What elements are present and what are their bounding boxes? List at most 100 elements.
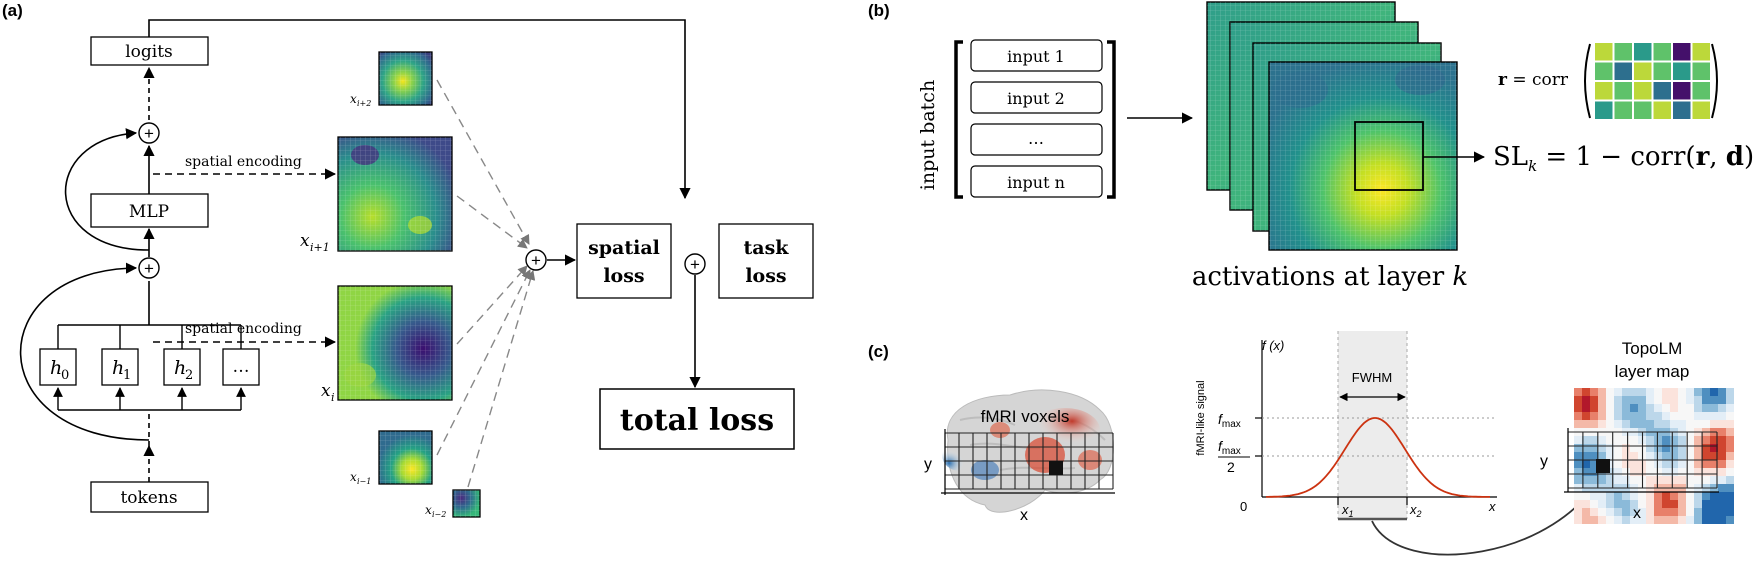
layer-map-cell xyxy=(1710,444,1718,452)
layer-map-cell xyxy=(1622,444,1630,452)
layer-map-cell xyxy=(1670,388,1678,396)
matrix-cell xyxy=(1614,101,1632,119)
layer-map-cell xyxy=(1590,412,1598,420)
layer-map-cell xyxy=(1630,516,1638,524)
layer-map-cell xyxy=(1590,452,1598,460)
correlation-matrix xyxy=(1595,43,1710,119)
svg-text:i+1: i+1 xyxy=(310,241,330,254)
layer-map-cell xyxy=(1574,476,1582,484)
layer-map-cell xyxy=(1678,500,1686,508)
layer-map-cell xyxy=(1686,460,1694,468)
svg-text:i: i xyxy=(331,391,335,404)
layer-map-cell xyxy=(1662,492,1670,500)
layer-map-cell xyxy=(1622,476,1630,484)
layer-map-cell xyxy=(1606,404,1614,412)
layer-map-cell xyxy=(1670,516,1678,524)
layer-map-cell xyxy=(1590,396,1598,404)
spatial-loss-box xyxy=(576,223,672,299)
layer-map-cell xyxy=(1670,452,1678,460)
layer-map-cell xyxy=(1694,444,1702,452)
layer-map-cell xyxy=(1678,388,1686,396)
layer-map-cell xyxy=(1598,492,1606,500)
svg-text:input 2: input 2 xyxy=(1007,89,1065,108)
layer-map-cell xyxy=(1654,452,1662,460)
layer-map-cell xyxy=(1630,492,1638,500)
layer-map-cell xyxy=(1654,444,1662,452)
layer-map-cell xyxy=(1710,412,1718,420)
logits-label: logits xyxy=(125,42,173,62)
svg-text:i+2: i+2 xyxy=(357,99,371,108)
total-plus-node xyxy=(684,253,706,275)
layer-map-cell xyxy=(1598,500,1606,508)
layer-map-cell xyxy=(1630,468,1638,476)
layer-map-cell xyxy=(1670,396,1678,404)
layer-map-cell xyxy=(1590,492,1598,500)
layer-map-cell xyxy=(1710,468,1718,476)
layer-map-cell xyxy=(1606,412,1614,420)
batch-bracket-right xyxy=(1107,40,1116,199)
matrix-cell xyxy=(1614,43,1632,61)
matrix-cell xyxy=(1673,101,1691,119)
layer-map-cell xyxy=(1614,508,1622,516)
svg-text:i−1: i−1 xyxy=(357,477,371,486)
layer-map-cell xyxy=(1622,508,1630,516)
layer-map-cell xyxy=(1574,492,1582,500)
layer-map-cell xyxy=(1622,500,1630,508)
matrix-cell xyxy=(1673,62,1691,80)
layer-map-cell xyxy=(1638,492,1646,500)
layer-map-cell xyxy=(1630,412,1638,420)
layer-map-cell xyxy=(1718,420,1726,428)
layer-map-cell xyxy=(1654,468,1662,476)
topolm-title-line2: layer map xyxy=(1615,362,1690,381)
layer-map-cell xyxy=(1614,452,1622,460)
layer-map-cell xyxy=(1694,516,1702,524)
layer-map-cell xyxy=(1702,476,1710,484)
topolm-title-line1: TopoLM xyxy=(1622,339,1682,358)
layer-map-cell xyxy=(1590,508,1598,516)
layer-map-cell xyxy=(1670,476,1678,484)
layer-map-cell xyxy=(1582,508,1590,516)
layer-map-cell xyxy=(1694,460,1702,468)
layer-map-cell xyxy=(1726,444,1734,452)
layer-map-cell xyxy=(1710,460,1718,468)
layer-map-cell xyxy=(1654,508,1662,516)
layer-map-cell xyxy=(1622,452,1630,460)
layer-map-cell xyxy=(1646,420,1654,428)
layer-map-cell xyxy=(1726,436,1734,444)
layer-map-cell xyxy=(1726,404,1734,412)
panel-b-label: (b) xyxy=(868,1,890,20)
layer-map-cell xyxy=(1654,404,1662,412)
map-x-i-plus-1: x i+1 xyxy=(300,136,453,254)
layer-map-cell xyxy=(1670,436,1678,444)
layer-map-cell xyxy=(1606,436,1614,444)
layer-map-cell xyxy=(1598,420,1606,428)
layer-map-cell xyxy=(1582,436,1590,444)
layer-map-cell xyxy=(1598,476,1606,484)
layer-map-cell xyxy=(1718,500,1726,508)
layer-map-cell xyxy=(1710,404,1718,412)
layer-map-cell xyxy=(1694,452,1702,460)
head-box-more: … xyxy=(222,348,260,386)
layer-map-cell xyxy=(1630,508,1638,516)
layer-map-cell xyxy=(1726,452,1734,460)
layer-map-cell xyxy=(1590,420,1598,428)
layer-map-cell xyxy=(1702,420,1710,428)
layer-map-cell xyxy=(1606,396,1614,404)
brain-axis-y: y xyxy=(924,456,932,473)
spatial-encoding-label-top: spatial encoding xyxy=(185,154,302,170)
layer-map-cell xyxy=(1686,388,1694,396)
layer-map-cell xyxy=(1718,396,1726,404)
layer-map-cell xyxy=(1726,412,1734,420)
layer-map-cell xyxy=(1590,516,1598,524)
layer-map-cell xyxy=(1670,500,1678,508)
layer-map-cell xyxy=(1654,516,1662,524)
layer-map-cell xyxy=(1694,412,1702,420)
layer-map-cell xyxy=(1574,500,1582,508)
layer-map-cell xyxy=(1630,436,1638,444)
matrix-cell xyxy=(1595,82,1613,100)
layer-map-cell xyxy=(1614,404,1622,412)
activations-label: activations at layer k xyxy=(1192,262,1468,292)
layer-map-cell xyxy=(1590,500,1598,508)
layer-map-cell xyxy=(1702,396,1710,404)
